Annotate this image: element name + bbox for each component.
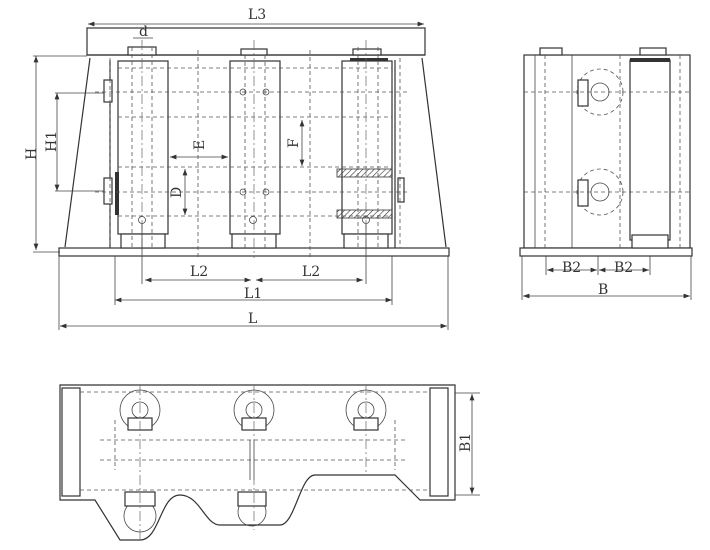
dim-D: D [169,187,185,198]
dim-B2-left: B2 [562,260,581,276]
dim-B2-right: B2 [614,260,633,276]
side-base [519,247,693,257]
roller-center [229,60,281,235]
dim-d: d [139,24,148,40]
hidden-lines [95,40,410,258]
roller-right [341,60,393,235]
front-view: L3 d H H1 E F D L2 L2 L1 L [24,7,450,330]
dim-L: L [248,311,257,327]
dim-L1: L1 [244,286,262,302]
plan-rollers [119,389,387,533]
dim-L3: L3 [248,7,266,23]
dim-H1: H1 [44,131,60,152]
dim-B: B [598,282,608,298]
body-sides [64,57,447,248]
dim-B1: B1 [458,433,474,452]
side-view: B2 B2 B [519,47,693,300]
dim-L2-right: L2 [302,264,320,280]
plan-view: B1 [59,384,480,541]
dimension-lines [33,21,449,330]
dim-F: F [286,138,302,148]
dim-H: H [24,148,40,160]
dim-E: E [192,140,208,150]
roller-left [117,60,169,235]
dim-L2-left: L2 [190,264,208,280]
